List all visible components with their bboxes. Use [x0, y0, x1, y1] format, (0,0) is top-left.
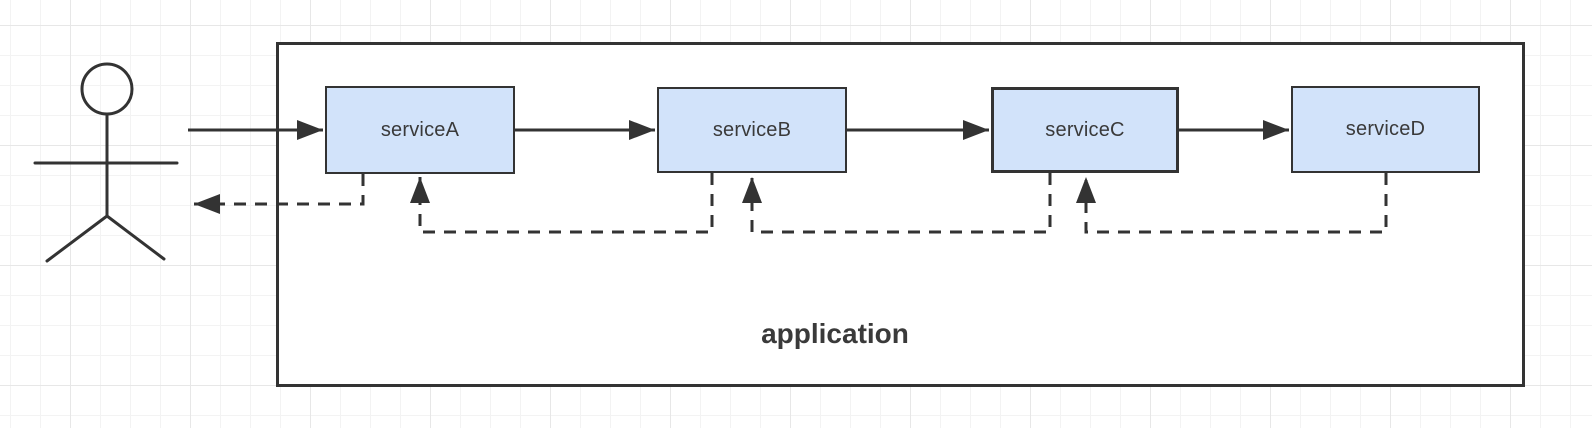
application-container-label: application [761, 318, 909, 349]
node-serviceD-label: serviceD [1345, 118, 1426, 140]
node-serviceC[interactable]: serviceC [991, 87, 1179, 173]
node-serviceB[interactable]: serviceB [657, 87, 847, 173]
node-serviceA-label: serviceA [380, 118, 460, 141]
node-serviceA[interactable]: serviceA [325, 86, 515, 174]
node-serviceC-label: serviceC [1045, 118, 1125, 141]
actor-stick-figure[interactable] [33, 62, 179, 263]
node-serviceB-label: serviceB [712, 118, 792, 141]
actor-head [80, 62, 134, 116]
actor-right-leg [105, 214, 166, 261]
node-serviceD[interactable]: serviceD [1291, 86, 1480, 173]
actor-left-leg [45, 214, 109, 263]
